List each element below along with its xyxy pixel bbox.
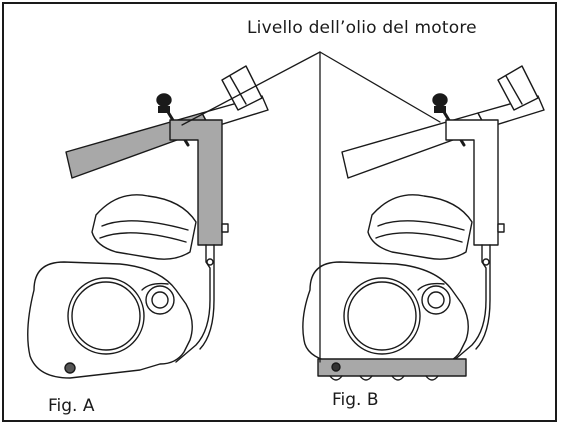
fig-a-filler-cap bbox=[156, 93, 172, 107]
fig-a-label: Fig. A bbox=[48, 396, 95, 416]
fig-a-engine-cylinder bbox=[91, 194, 197, 260]
diagram-title: Livello dell’olio del motore bbox=[247, 18, 477, 38]
fig-b-down-tube bbox=[445, 119, 499, 246]
callout-lines bbox=[181, 51, 441, 363]
fig-b-illustration bbox=[302, 65, 545, 381]
fig-b-crank-cover bbox=[343, 277, 421, 355]
callout-line-to-fig-b-dipstick bbox=[319, 51, 441, 123]
fig-a-crankcase bbox=[27, 261, 193, 379]
fig-b-steering-head bbox=[497, 65, 539, 111]
callout-line-to-fig-a-dipstick bbox=[181, 51, 321, 126]
fig-b-engine-cylinder bbox=[367, 194, 473, 260]
fig-b-crankcase bbox=[302, 261, 469, 365]
fig-a-crank-cover bbox=[67, 277, 145, 355]
fig-a-steering-head bbox=[221, 65, 263, 111]
fig-b-drain-plug bbox=[331, 362, 341, 372]
fig-b-label: Fig. B bbox=[332, 390, 379, 410]
fig-a-illustration bbox=[27, 65, 269, 379]
fig-a-down-tube-oil bbox=[169, 119, 223, 246]
fig-a-drain-plug bbox=[64, 362, 76, 374]
fig-b-filler-cap bbox=[432, 93, 448, 107]
